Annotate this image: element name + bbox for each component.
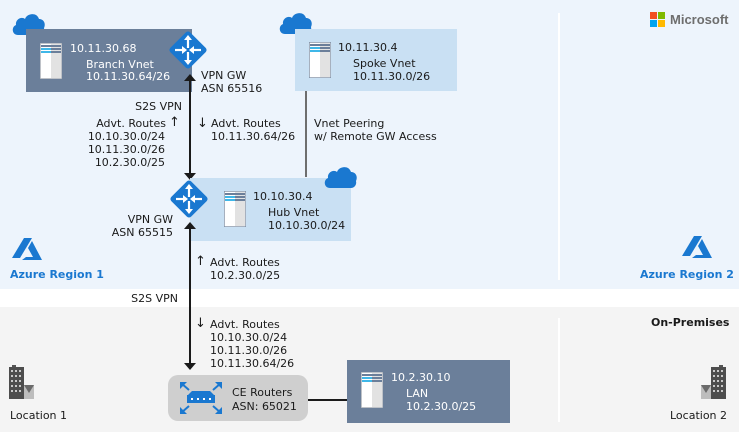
branch-vnet-cidr: 10.11.30.64/26 — [86, 70, 171, 83]
s2s-bottom-up-route: 10.2.30.0/25 — [210, 269, 281, 282]
azure-logo-icon — [12, 238, 42, 260]
s2s-top-up-route: 10.10.30.0/24 — [87, 130, 165, 143]
arrowhead-down — [184, 173, 196, 180]
s2s-top-label: S2S VPN — [135, 100, 182, 113]
s2s-vpn-link-bottom — [189, 228, 191, 365]
spoke-vnet-ip: 10.11.30.4 — [338, 41, 398, 54]
s2s-bottom-down-route: 10.11.30.0/26 — [210, 344, 288, 357]
microsoft-logo: Microsoft — [650, 12, 729, 27]
peering-label: Vnet Peering — [314, 117, 385, 130]
lan-cidr: 10.2.30.0/25 — [406, 400, 477, 413]
branch-gw-label: VPN GW — [201, 69, 247, 82]
cloud-icon — [277, 9, 313, 35]
hub-vnet-ip: 10.10.30.4 — [253, 190, 313, 203]
down-arrow-icon: ↓ — [197, 116, 208, 131]
server-icon — [309, 42, 331, 78]
up-arrow-icon: ↑ — [195, 254, 206, 269]
arrowhead-up — [184, 222, 196, 229]
server-icon — [224, 191, 246, 227]
server-icon — [40, 43, 62, 79]
azure-region-2-label: Azure Region 2 — [640, 268, 734, 281]
s2s-top-down-route: 10.11.30.64/26 — [211, 130, 296, 143]
vnet-peering-line — [305, 91, 307, 177]
azure-logo-icon — [682, 236, 712, 258]
s2s-vpn-link-top — [189, 80, 191, 175]
hub-gw-asn: ASN 65515 — [111, 226, 173, 239]
branch-vnet-name: Branch Vnet — [86, 58, 154, 71]
arrowhead-down — [184, 363, 196, 370]
s2s-bottom-down-route: 10.10.30.0/24 — [210, 331, 288, 344]
s2s-bottom-label: S2S VPN — [131, 292, 178, 305]
branch-gw-asn: ASN 65516 — [201, 82, 263, 95]
s2s-top-down-title: Advt. Routes — [211, 117, 281, 130]
brand-name: Microsoft — [670, 12, 729, 27]
building-icon — [9, 363, 35, 399]
ce-routers-asn: ASN: 65021 — [232, 400, 297, 413]
microsoft-logo-icon — [650, 12, 665, 27]
onprem-label: On-Premises — [651, 316, 730, 329]
ce-lan-link — [308, 399, 347, 401]
spoke-vnet-name: Spoke Vnet — [353, 57, 416, 70]
s2s-top-up-route: 10.11.30.0/26 — [87, 143, 165, 156]
s2s-bottom-down-title: Advt. Routes — [210, 318, 280, 331]
hub-vnet-box[interactable] — [190, 178, 351, 241]
peering-sublabel: w/ Remote GW Access — [314, 130, 437, 143]
hub-vnet-name: Hub Vnet — [268, 206, 320, 219]
up-arrow-icon: ↑ — [169, 115, 180, 130]
s2s-top-up-title: Advt. Routes — [96, 117, 166, 130]
hub-gw-label: VPN GW — [127, 213, 173, 226]
arrowhead-up — [184, 74, 196, 81]
hub-vnet-cidr: 10.10.30.0/24 — [268, 219, 346, 232]
s2s-top-up-route: 10.2.30.0/25 — [94, 156, 165, 169]
s2s-bottom-up-title: Advt. Routes — [210, 256, 280, 269]
branch-vnet-ip: 10.11.30.68 — [70, 42, 137, 55]
server-icon — [361, 372, 383, 408]
vpn-gateway-icon[interactable] — [166, 28, 210, 72]
building-icon — [700, 363, 726, 399]
location-1-label: Location 1 — [10, 409, 68, 422]
location-2-label: Location 2 — [670, 409, 728, 422]
region-separator — [558, 13, 560, 280]
lan-name: LAN — [406, 387, 429, 400]
vpn-gateway-icon[interactable] — [167, 177, 211, 221]
down-arrow-icon: ↓ — [195, 316, 206, 331]
s2s-bottom-down-route: 10.11.30.64/26 — [210, 357, 295, 370]
location-separator — [558, 318, 560, 422]
lan-ip: 10.2.30.10 — [391, 371, 451, 384]
spoke-vnet-cidr: 10.11.30.0/26 — [353, 70, 431, 83]
ce-routers-label: CE Routers — [232, 386, 293, 399]
ce-router-icon — [178, 380, 224, 416]
cloud-icon — [322, 163, 358, 189]
azure-region-1-label: Azure Region 1 — [10, 268, 104, 281]
